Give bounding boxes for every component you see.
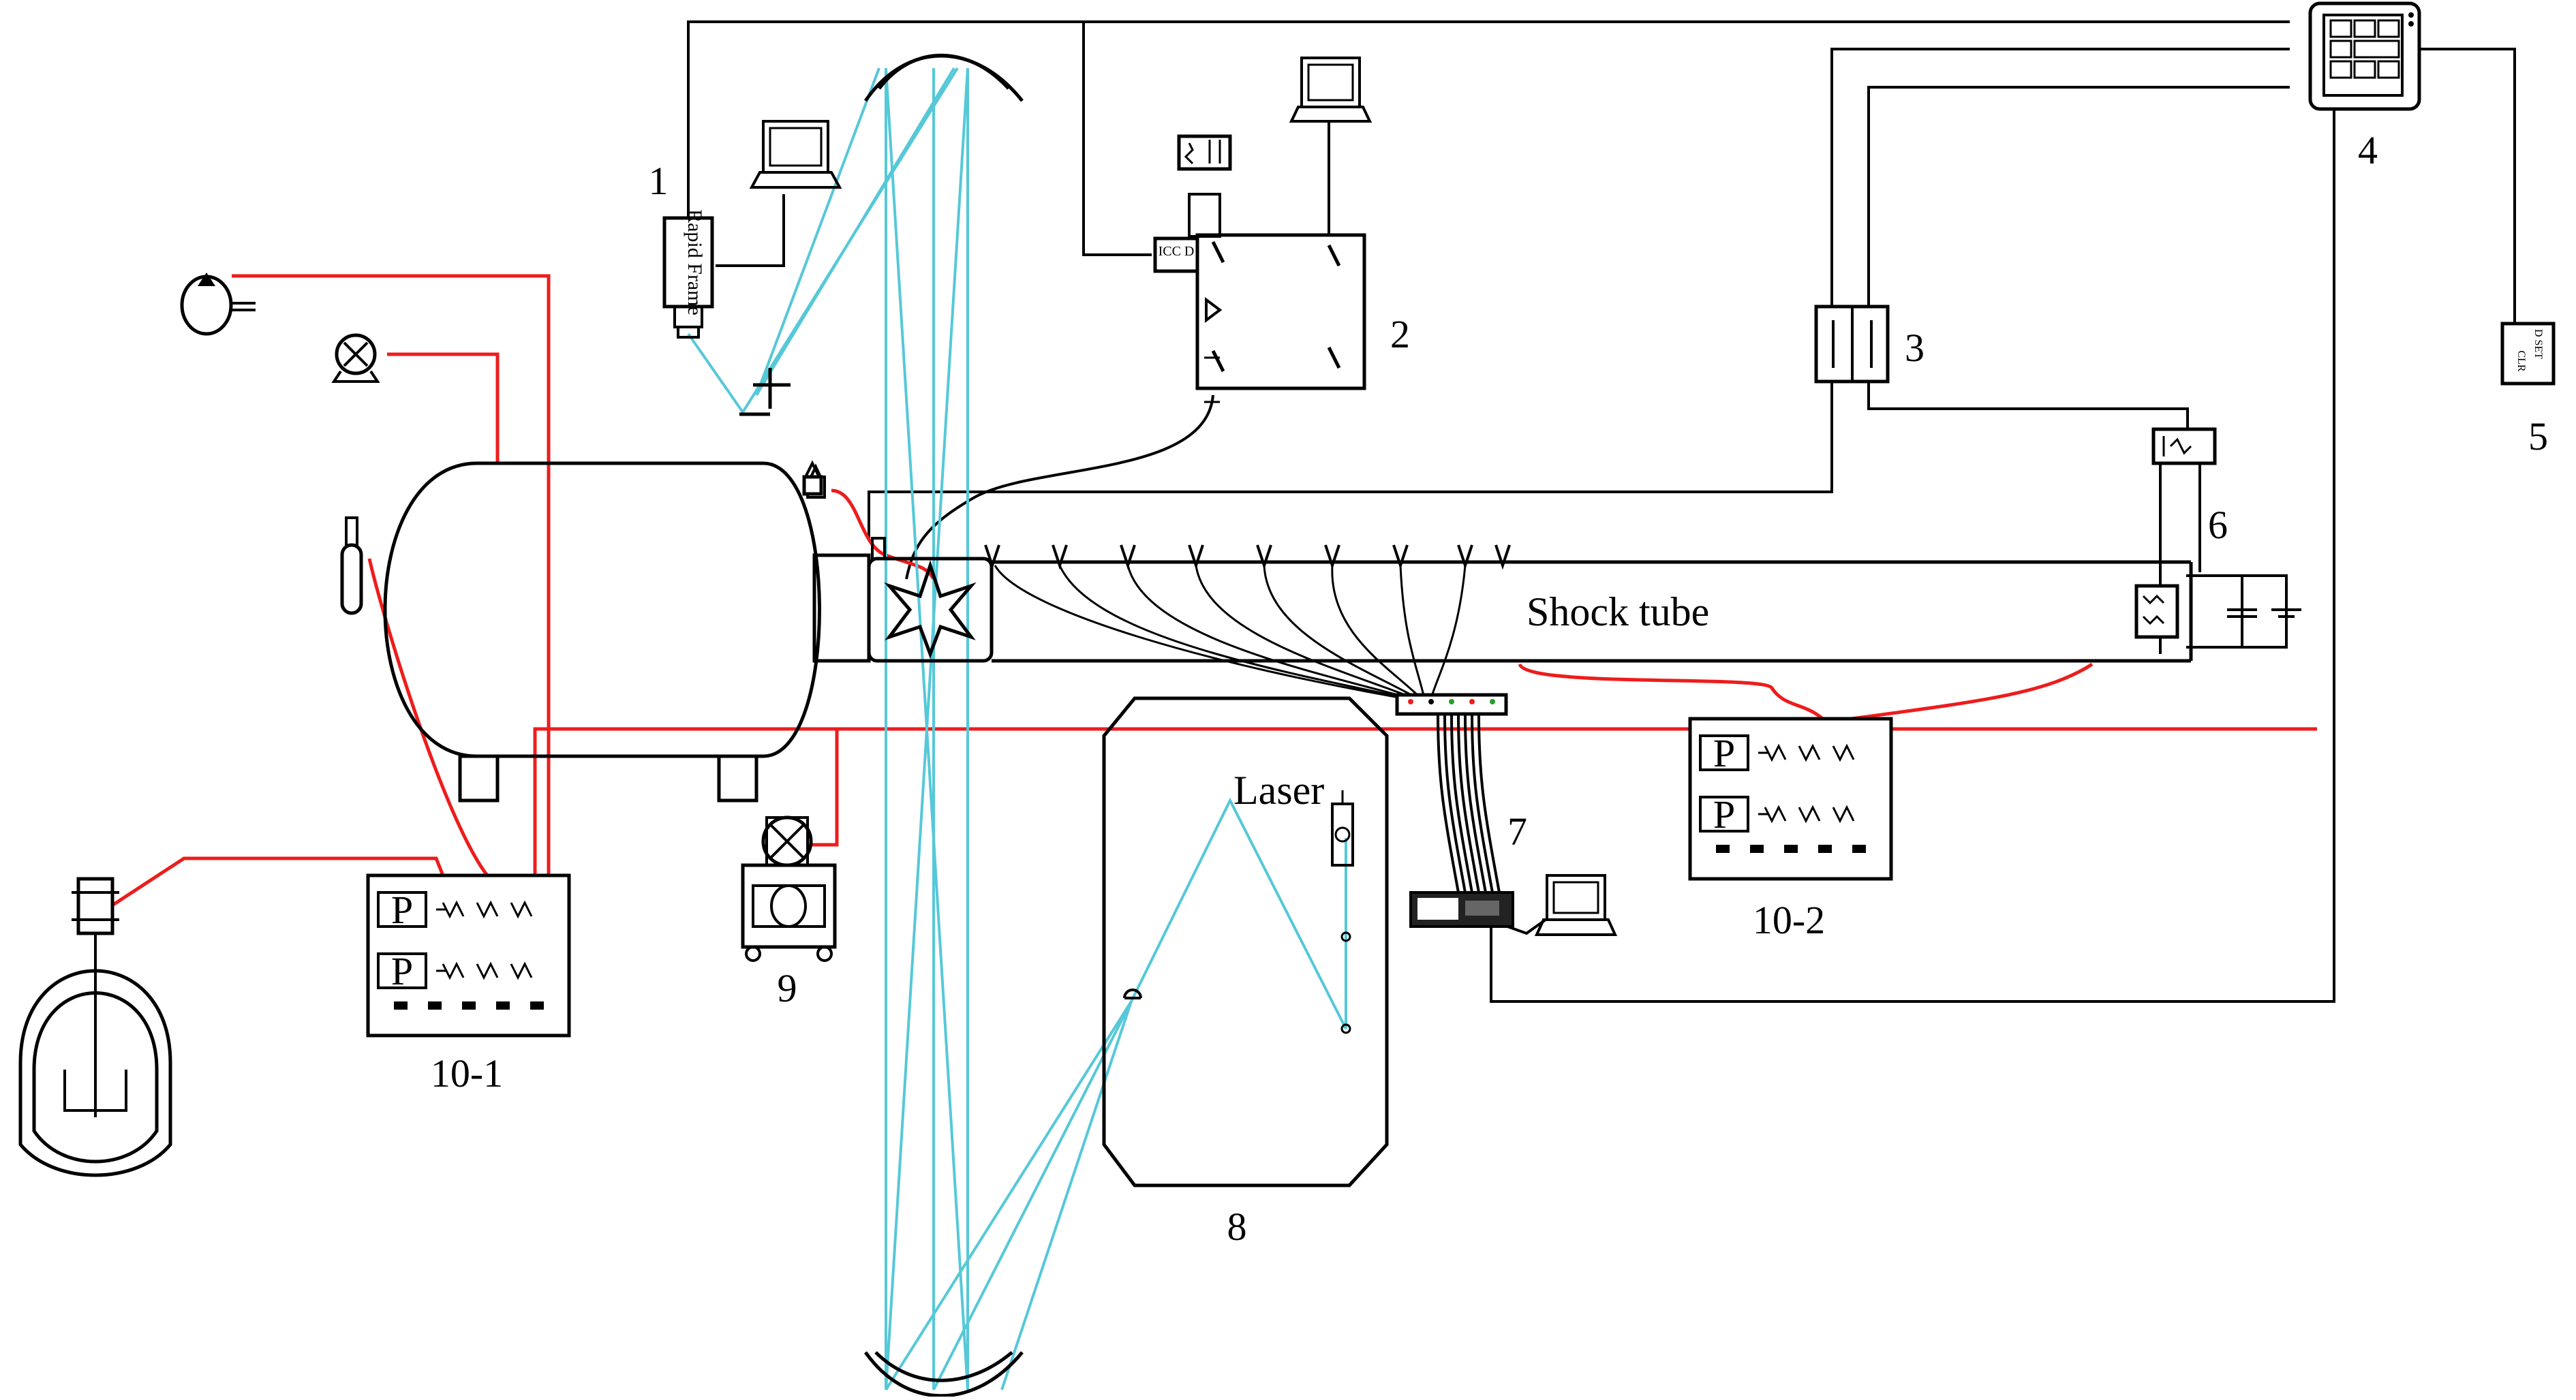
sensor-cables: [994, 565, 1467, 700]
panel1-p2: P: [391, 949, 413, 993]
label-7: 7: [1507, 809, 1527, 854]
valve-panel-10-1: P P 10-1: [366, 873, 571, 1095]
spark-section: [867, 557, 994, 663]
label-4: 4: [2358, 128, 2378, 172]
label-1: 1: [649, 159, 669, 203]
panel2-p2: P: [1713, 792, 1735, 837]
pressure-gauge-icon: [180, 273, 256, 336]
shock-tube-label: Shock tube: [1527, 589, 1709, 634]
label-10-2: 10-2: [1753, 898, 1825, 942]
label-3: 3: [1905, 326, 1925, 370]
label-8: 8: [1227, 1204, 1247, 1249]
rapid-frame-label: Rapid Frame: [684, 209, 706, 315]
oscilloscope-icon: 7: [1409, 809, 1527, 928]
label-2: 2: [1390, 312, 1410, 356]
iccd-label: ICC D: [1159, 244, 1195, 259]
vacuum-pump-icon: [331, 333, 380, 383]
spark-icon: [884, 560, 977, 659]
signal-wires: [687, 20, 2516, 1003]
controller-device: 4: [2308, 1, 2421, 172]
gas-bottle-small-icon: [802, 460, 823, 496]
laser-enclosure: Laser 8: [1102, 696, 1389, 1249]
gas-cylinder-icon: [340, 516, 363, 615]
bottom-mirror-icon: [863, 1351, 1024, 1398]
laptop-2-icon: [1289, 57, 1373, 123]
shock-tube: Shock tube: [383, 461, 2193, 803]
label-10-1: 10-1: [431, 1051, 503, 1095]
schlieren-mirrors: [863, 53, 1024, 1398]
label-9: 9: [778, 966, 797, 1010]
flipflop-clr-label: CLR: [2515, 350, 2527, 371]
valve-panel-10-2: P P 10-2: [1688, 717, 1893, 942]
signal-collector: [1395, 693, 1508, 716]
rapid-frame-camera: Rapid Frame 1: [649, 159, 791, 416]
panel1-p1: P: [391, 888, 413, 932]
label-5: 5: [2528, 414, 2548, 458]
collector-cables: [1437, 713, 1501, 893]
vacuum-pump-station: 9: [741, 815, 837, 1010]
laptop-3-icon: [1534, 874, 1618, 936]
flipflop-icon: D SET CLR 5: [2500, 322, 2556, 458]
high-voltage-unit: 6: [2134, 427, 2301, 649]
label-6: 6: [2208, 503, 2228, 547]
laptop-1-icon: [749, 120, 842, 189]
flipflop-dset-label: D SET: [2532, 329, 2544, 359]
spectrometer: ICC D 2: [1153, 134, 1410, 403]
delay-generator-icon: 3: [1814, 305, 1925, 384]
mixing-tank: [18, 877, 172, 1177]
driver-section: [383, 461, 821, 758]
panel2-p1: P: [1713, 731, 1735, 775]
laser-label: Laser: [1233, 768, 1324, 813]
